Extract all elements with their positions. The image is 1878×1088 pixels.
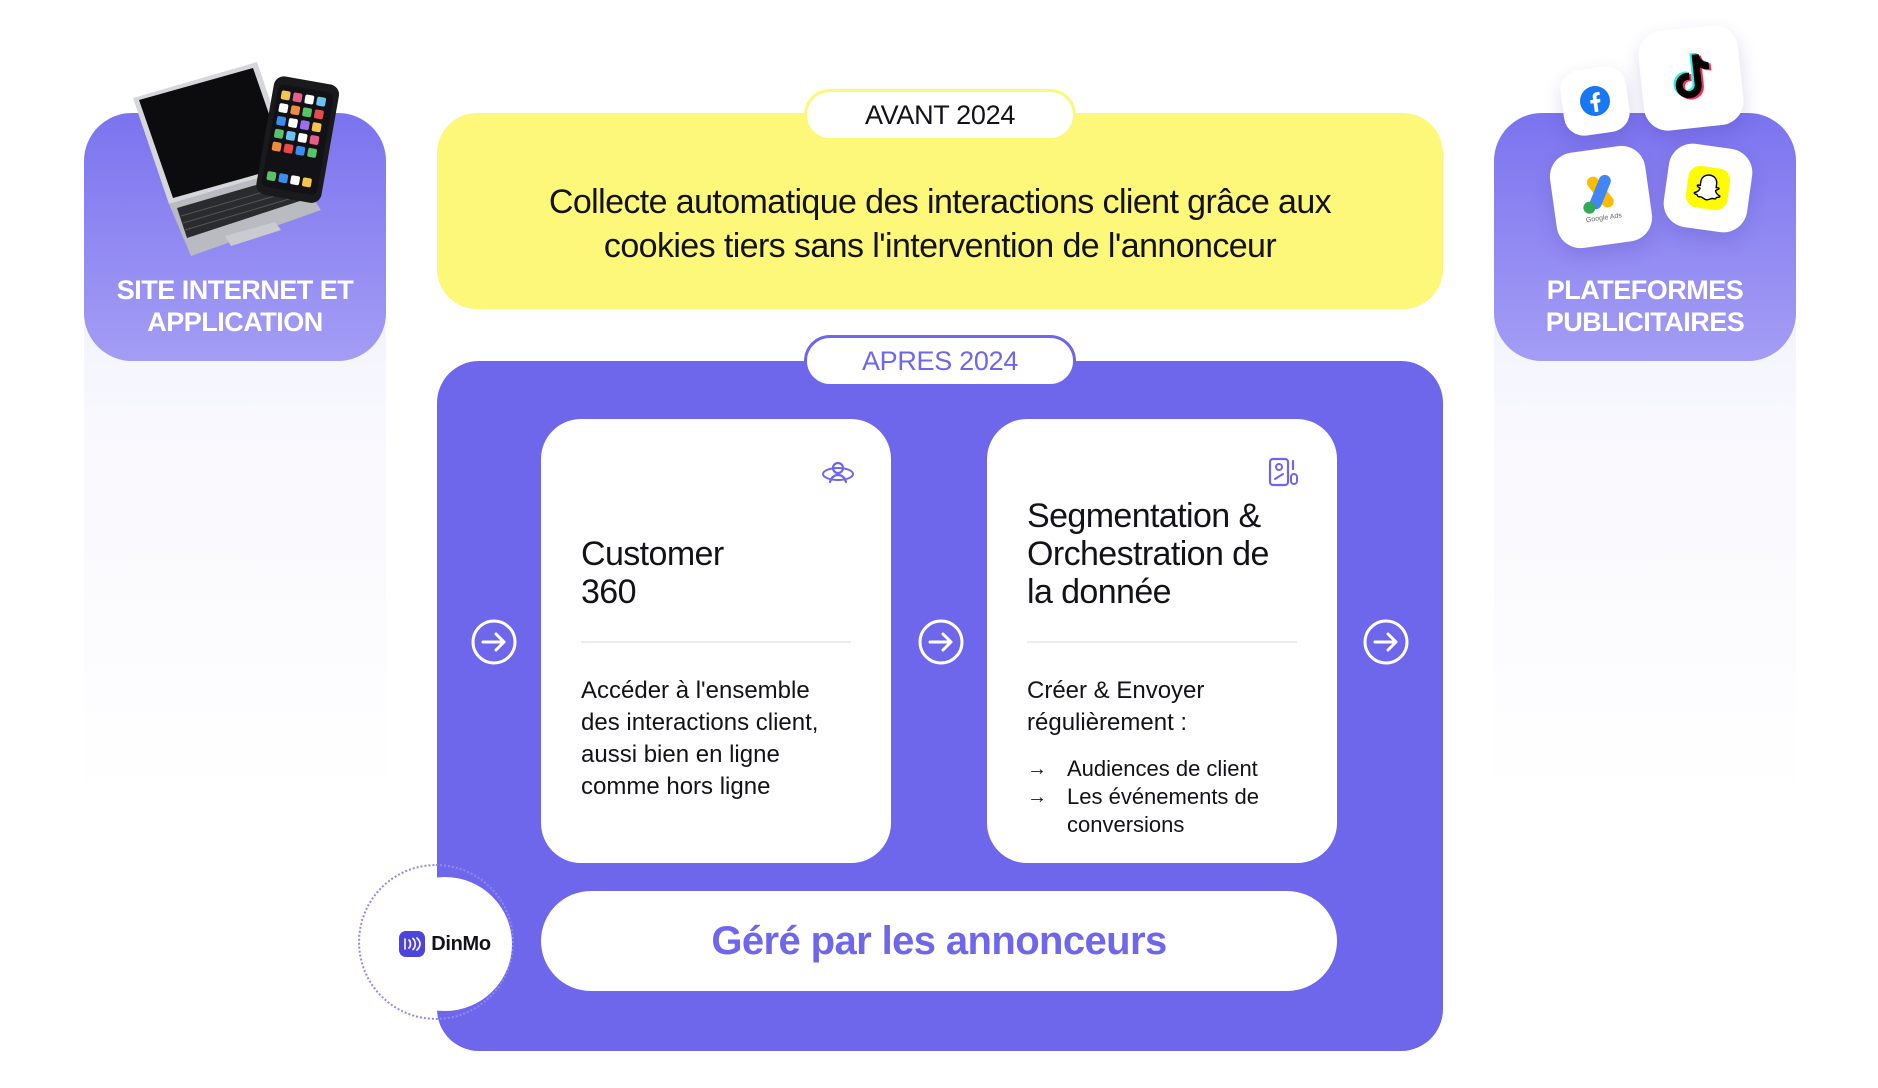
dinmo-dotted-ring — [358, 864, 514, 1020]
facebook-icon — [1580, 86, 1610, 116]
laptop-phone-illustration — [133, 62, 340, 256]
segmentation-card: Segmentation & Orchestration de la donné… — [987, 419, 1337, 863]
avant-2024-box — [437, 113, 1443, 309]
apres-2024-label: APRES 2024 — [804, 335, 1076, 387]
dinmo-badge: DinMo — [378, 877, 512, 1011]
segmentation-bullet-list: → Audiences de client → Les événements d… — [1027, 755, 1317, 839]
list-item: → Les événements de conversions — [1027, 783, 1317, 839]
segmentation-description: Créer & Envoyer régulièrement : — [1027, 675, 1307, 739]
segmentation-icon — [1268, 457, 1298, 487]
segmentation-desc-line2: régulièrement : — [1027, 709, 1188, 736]
avant-text-line1: Collecte automatique des interactions cl… — [548, 183, 1332, 221]
facebook-tile — [1557, 63, 1633, 139]
customer-360-desc-line1: Accéder à l'ensemble — [581, 677, 810, 704]
customer-360-title: Customer 360 — [581, 535, 861, 611]
dinmo-waves-icon — [404, 937, 421, 951]
avant-2024-description: Collecte automatique des interactions cl… — [437, 180, 1443, 268]
left-panel-title: SITE INTERNET ET APPLICATION — [84, 274, 386, 338]
snapchat-tile — [1660, 140, 1756, 236]
arrow-right-circle-icon — [471, 619, 517, 665]
customer-360-desc-line2: des interactions client, — [581, 709, 819, 736]
bullet-text: Audiences de client — [1067, 756, 1258, 781]
right-panel-title-line2: PUBLICITAIRES — [1545, 307, 1745, 337]
avant-2024-label: AVANT 2024 — [804, 89, 1076, 141]
left-panel-title-line1: SITE INTERNET ET — [116, 275, 354, 305]
right-panel-card — [1494, 113, 1796, 361]
google-ads-tile: Google Ads — [1546, 142, 1656, 252]
right-panel-title: PLATEFORMES PUBLICITAIRES — [1494, 274, 1796, 338]
customer-orbit-icon — [822, 461, 854, 484]
arrow-right-circle-icon — [1363, 619, 1409, 665]
customer-360-description: Accéder à l'ensemble des interactions cl… — [581, 675, 861, 803]
customer-360-title-line1: Customer — [581, 535, 724, 573]
dinmo-logo-icon — [399, 931, 426, 957]
snapchat-icon — [1685, 165, 1731, 211]
segmentation-title-line1: Segmentation & — [1027, 497, 1261, 535]
avant-text-line2: cookies tiers sans l'intervention de l'a… — [603, 227, 1277, 265]
bullet-text-line1: Les événements de — [1067, 784, 1260, 809]
segmentation-title: Segmentation & Orchestration de la donné… — [1027, 497, 1307, 611]
google-ads-icon — [1583, 174, 1614, 214]
tiktok-icon — [1673, 52, 1712, 100]
tiktok-tile — [1636, 23, 1746, 133]
right-panel-title-line1: PLATEFORMES — [1546, 275, 1744, 305]
left-panel-title-line2: APPLICATION — [147, 307, 323, 337]
arrow-right-circle-icon — [918, 619, 964, 665]
customer-360-desc-line4: comme hors ligne — [581, 773, 771, 800]
segmentation-title-line2: Orchestration de — [1027, 535, 1269, 573]
segmentation-title-line3: la donnée — [1027, 573, 1172, 611]
arrow-right-icon: → — [1027, 786, 1047, 808]
arrow-right-icon: → — [1027, 758, 1047, 780]
customer-360-title-line2: 360 — [581, 573, 637, 611]
segmentation-desc-line1: Créer & Envoyer — [1027, 677, 1205, 704]
customer-360-desc-line3: aussi bien en ligne — [581, 741, 780, 768]
managed-by-advertisers-label: Géré par les annonceurs — [541, 891, 1337, 991]
dinmo-brand-name: DinMo — [431, 932, 491, 955]
card-divider — [581, 641, 851, 643]
customer-360-card: Customer 360 Accéder à l'ensemble des in… — [541, 419, 891, 863]
bullet-text-line2: conversions — [1067, 812, 1185, 837]
list-item: → Audiences de client — [1027, 755, 1317, 783]
card-divider — [1027, 641, 1297, 643]
